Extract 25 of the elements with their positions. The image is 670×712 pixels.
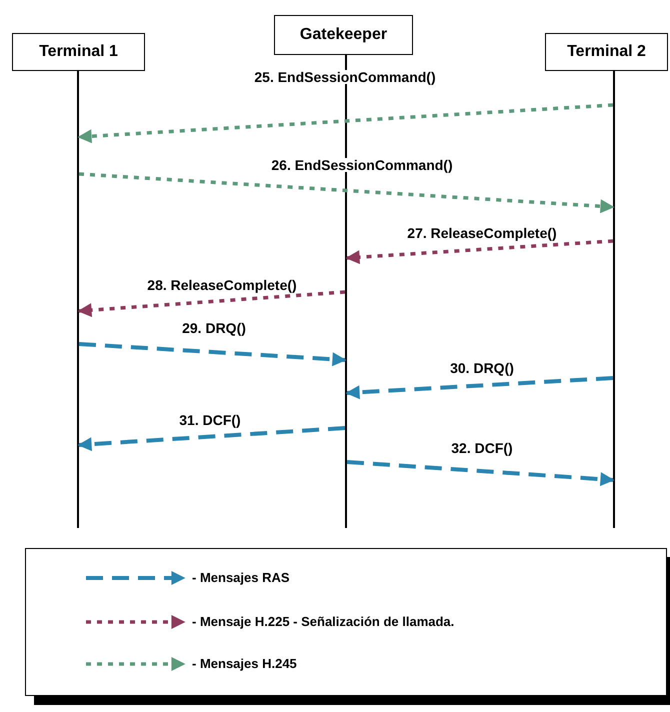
lifeline [77, 71, 79, 528]
message-arrow [78, 426, 346, 452]
message-arrow [78, 342, 346, 366]
edge-label: 27. ReleaseComplete() [405, 226, 559, 240]
legend-text: - Mensajes RAS [192, 571, 290, 584]
edge-label: 30. DRQ() [448, 361, 516, 375]
lifeline [613, 71, 615, 528]
legend-text: - Mensajes H.245 [192, 657, 297, 670]
edge-label: 25. EndSessionCommand() [252, 70, 438, 84]
message-arrow [346, 376, 614, 400]
participant-box: Terminal 1 [12, 33, 145, 71]
message-arrow [346, 239, 614, 264]
edge-label: 28. ReleaseComplete() [145, 278, 299, 292]
message-arrow [78, 290, 346, 318]
edge-label: 26. EndSessionCommand() [269, 158, 455, 172]
message-arrow [346, 460, 614, 486]
message-arrow [78, 103, 614, 144]
edge-label: 29. DRQ() [180, 321, 248, 335]
lifeline [345, 55, 347, 528]
message-arrow [78, 172, 614, 214]
legend-text: - Mensaje H.225 - Señalización de llamada. [192, 615, 454, 628]
participant-box: Terminal 2 [545, 33, 668, 71]
participant-box: Gatekeeper [274, 15, 413, 55]
edge-label: 31. DCF() [177, 413, 243, 427]
edge-label: 32. DCF() [449, 441, 515, 455]
